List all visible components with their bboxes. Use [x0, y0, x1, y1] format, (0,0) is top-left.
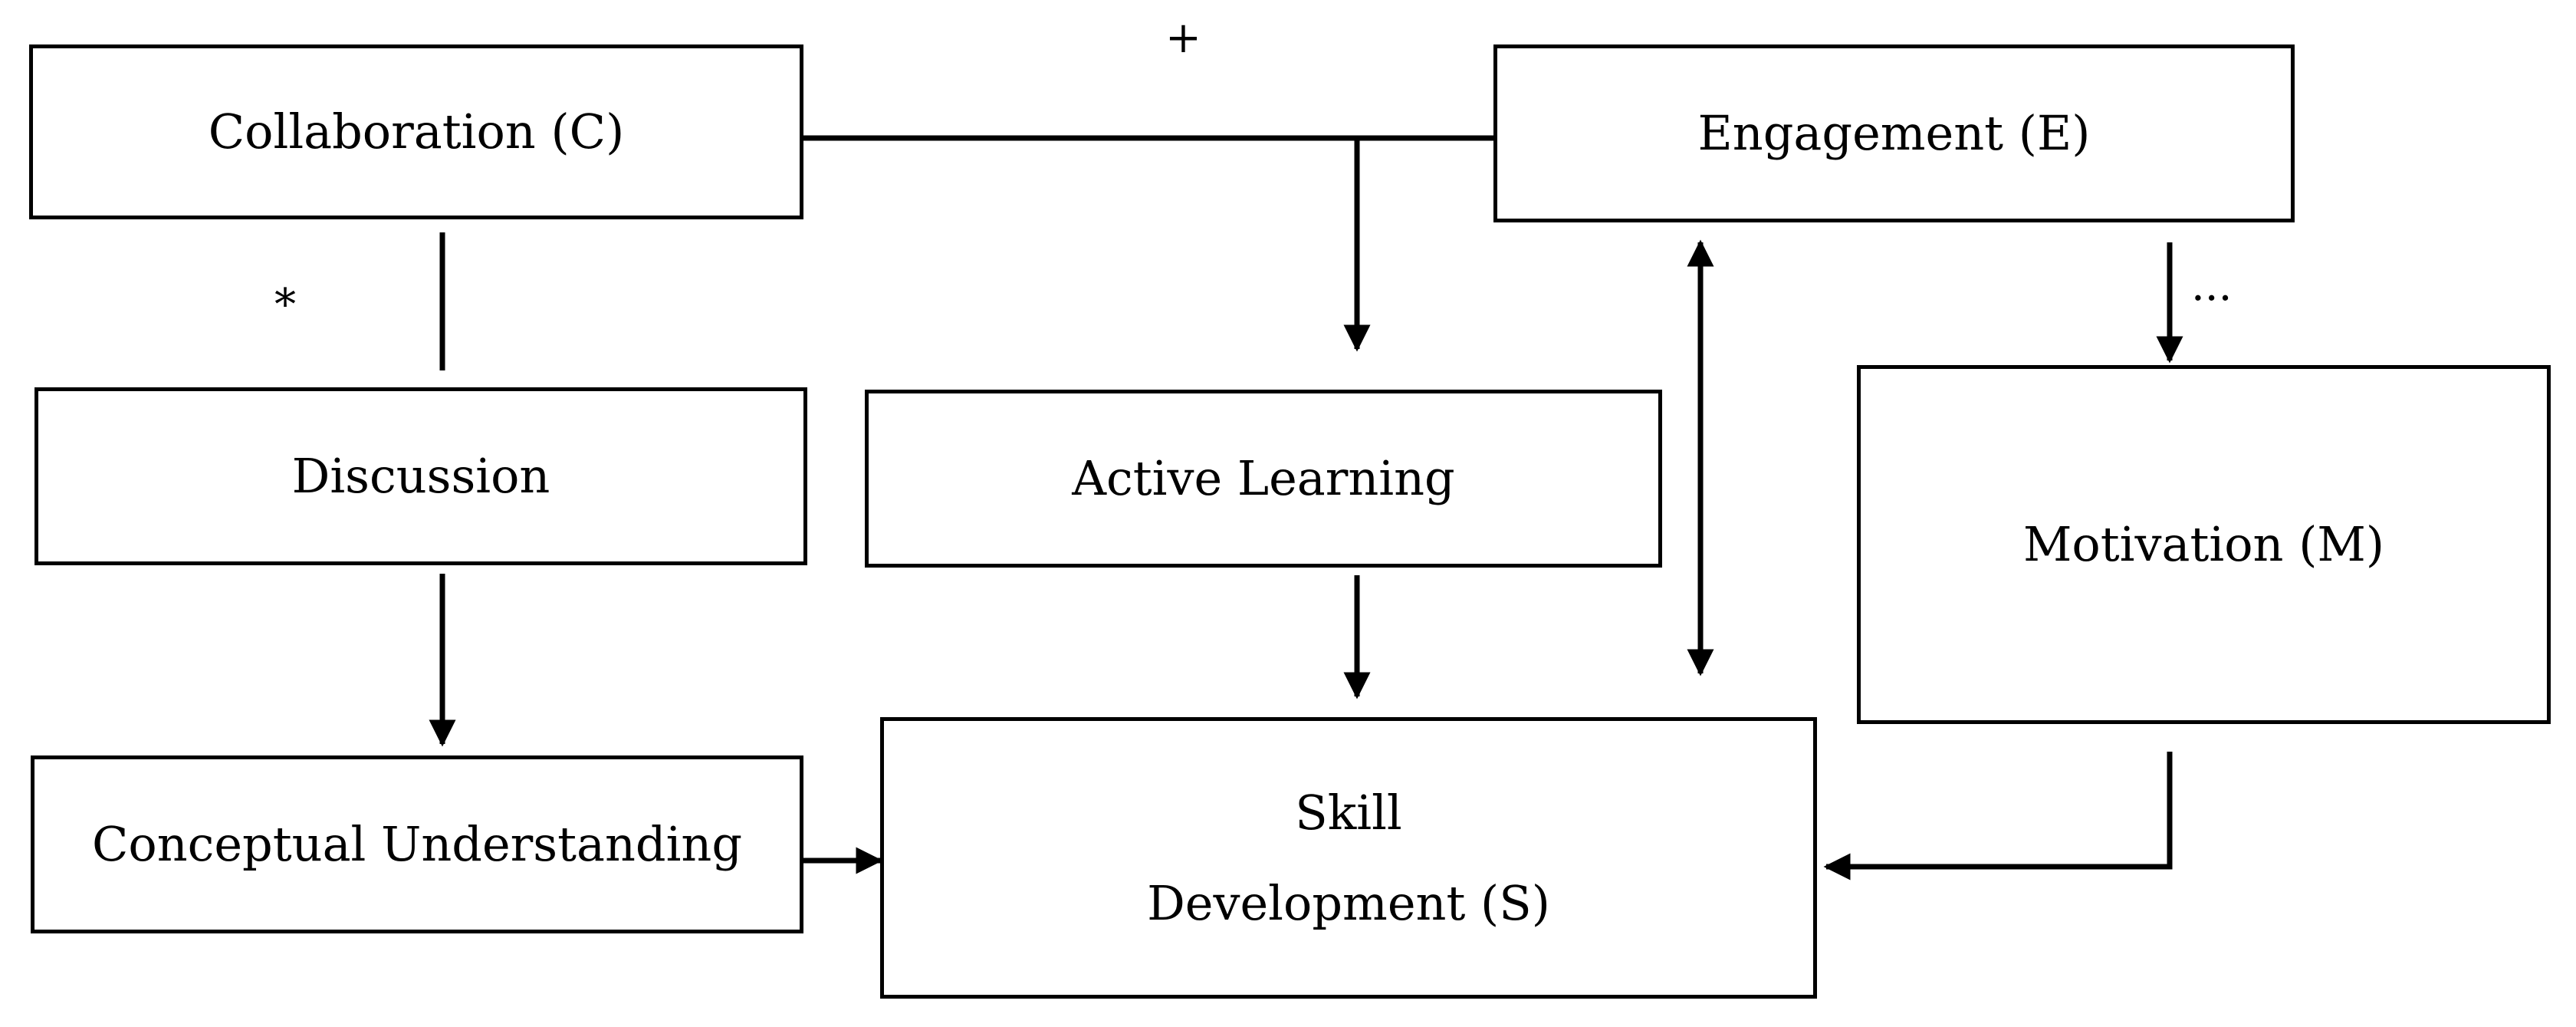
node-label: Conceptual Understanding [91, 816, 743, 873]
node-label: Active Learning [1072, 450, 1455, 507]
arrow-motivation-skill [1823, 752, 2173, 881]
node-active-learning: Active Learning [865, 390, 1662, 568]
node-conceptual-understanding: Conceptual Understanding [31, 755, 803, 933]
node-label: Motivation (M) [2022, 516, 2385, 573]
annotation-plus: + [1165, 13, 1201, 63]
node-motivation: Motivation (M) [1857, 365, 2551, 724]
annotation-ellipsis: ... [2191, 261, 2233, 311]
node-collaboration: Collaboration (C) [29, 44, 803, 219]
node-skill-development: Skill Development (S) [880, 717, 1817, 999]
node-label: Collaboration (C) [208, 104, 625, 160]
node-label: Engagement (E) [1697, 105, 2091, 162]
node-label: Discussion [291, 448, 550, 505]
annotation-asterisk: * [274, 280, 296, 330]
node-discussion: Discussion [34, 387, 807, 565]
node-label: Skill Development (S) [1147, 784, 1550, 931]
node-engagement: Engagement (E) [1493, 44, 2295, 222]
